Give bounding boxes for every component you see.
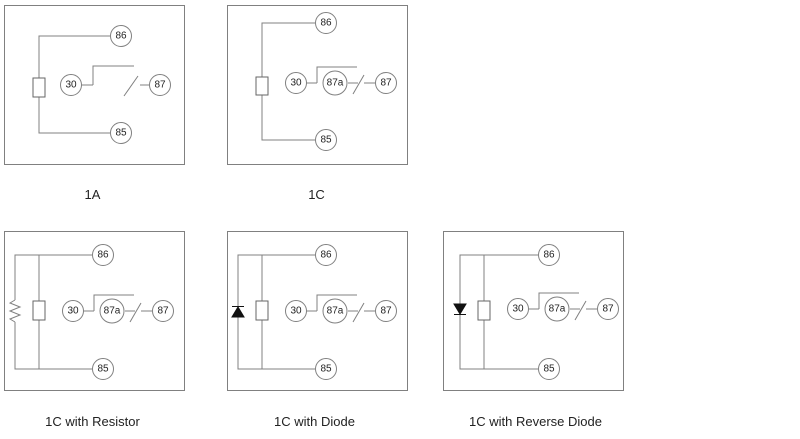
- terminal-87a-circle: [322, 70, 348, 96]
- terminal-85-label: 85: [115, 128, 127, 139]
- terminal-86-circle: [92, 244, 114, 266]
- diagram-frame: [227, 5, 408, 165]
- relay-1c-reverse-diode-schematic: 86 30 87a 87 85: [443, 231, 624, 391]
- relay-diagram-1c: 86 30 87a 87 85: [227, 5, 412, 165]
- relay-1c-diode-schematic: 86 30 87a 87 85: [227, 231, 408, 391]
- switch-contact-icon: [129, 302, 142, 323]
- terminal-86-label: 86: [97, 250, 109, 261]
- relay-1c-schematic: 86 30 87a 87 85: [227, 5, 408, 165]
- terminal-30-label: 30: [290, 306, 302, 317]
- terminal-87-label: 87: [380, 78, 392, 89]
- relay-diagram-1c-diode: 86 30 87a 87 85: [227, 231, 412, 391]
- terminal-87a-label: 87a: [549, 304, 566, 315]
- terminal-85-circle: [110, 122, 132, 144]
- terminal-85-label: 85: [320, 364, 332, 375]
- switch-arm-bracket: [93, 294, 134, 311]
- terminal-87-label: 87: [154, 80, 166, 91]
- terminal-85-circle: [92, 358, 114, 380]
- coil-icon: [255, 76, 269, 96]
- terminal-87a-label: 87a: [327, 78, 344, 89]
- coil-icon: [32, 300, 46, 321]
- terminal-87-label: 87: [157, 306, 169, 317]
- coil-wire-top: [38, 35, 110, 78]
- terminal-30-circle: [285, 72, 307, 94]
- terminal-87a-circle: [322, 298, 348, 324]
- terminal-30-label: 30: [65, 80, 77, 91]
- switch-arm-bracket: [92, 65, 134, 85]
- diagram-caption-1c-resistor: 1C with Resistor: [45, 414, 140, 429]
- terminal-87-circle: [597, 298, 619, 320]
- switch-contact-icon: [574, 300, 587, 321]
- switch-contact-icon: [352, 302, 365, 323]
- diagram-frame: [4, 231, 185, 391]
- diagram-caption-1c: 1C: [308, 187, 325, 202]
- coil-wire-top: [261, 22, 315, 77]
- diode-triangle-icon: [231, 306, 245, 318]
- terminal-86-label: 86: [543, 250, 555, 261]
- switch-contact-icon: [123, 75, 139, 97]
- terminal-85-label: 85: [543, 364, 555, 375]
- switch-arm-bracket: [316, 66, 357, 83]
- coil-icon: [255, 300, 269, 321]
- terminal-87-circle: [149, 74, 171, 96]
- terminal-87a-circle: [544, 296, 570, 322]
- switch-arm-bracket: [316, 294, 357, 311]
- terminal-30-circle: [285, 300, 307, 322]
- terminal-86-label: 86: [320, 18, 332, 29]
- diagram-frame: [443, 231, 624, 391]
- terminal-86-circle: [315, 12, 337, 34]
- terminal-87a-circle: [99, 298, 125, 324]
- resistor-wire-bottom: [14, 322, 92, 370]
- diagram-frame: [227, 231, 408, 391]
- terminal-85-label: 85: [320, 135, 332, 146]
- relay-diagram-1c-reverse-diode: 86 30 87a 87 85: [443, 231, 628, 391]
- terminal-87-circle: [152, 300, 174, 322]
- terminal-30-label: 30: [67, 306, 79, 317]
- terminal-85-circle: [315, 358, 337, 380]
- relay-1c-resistor-schematic: 86 30 87a 87 85: [4, 231, 185, 391]
- terminal-87-circle: [375, 72, 397, 94]
- terminal-86-circle: [110, 25, 132, 47]
- terminal-87-label: 87: [602, 304, 614, 315]
- diagram-caption-1c-diode: 1C with Diode: [274, 414, 355, 429]
- diagram-caption-1c-reverse-diode: 1C with Reverse Diode: [469, 414, 602, 429]
- switch-arm-bracket: [538, 292, 579, 309]
- switch-contact-icon: [352, 74, 365, 95]
- terminal-87-circle: [375, 300, 397, 322]
- terminal-30-circle: [507, 298, 529, 320]
- resistor-wire-top: [14, 254, 92, 300]
- terminal-86-label: 86: [115, 31, 127, 42]
- terminal-85-circle: [538, 358, 560, 380]
- terminal-30-circle: [60, 74, 82, 96]
- coil-wire-bottom: [261, 95, 315, 141]
- zigzag-resistor-icon: [8, 299, 22, 323]
- diode-triangle-icon: [453, 303, 467, 315]
- terminal-86-circle: [538, 244, 560, 266]
- terminal-86-label: 86: [320, 250, 332, 261]
- terminal-87a-label: 87a: [104, 306, 121, 317]
- terminal-85-label: 85: [97, 364, 109, 375]
- coil-wire-bottom: [38, 97, 110, 134]
- relay-1a-schematic: 86 30 87 85: [4, 5, 185, 165]
- coil-icon: [32, 77, 46, 98]
- coil-icon: [477, 300, 491, 321]
- diagram-frame: [4, 5, 185, 165]
- terminal-30-label: 30: [290, 78, 302, 89]
- diagram-caption-1a: 1A: [84, 187, 101, 202]
- relay-diagram-1c-resistor: 86 30 87a 87 85: [4, 231, 189, 391]
- terminal-30-label: 30: [512, 304, 524, 315]
- terminal-87-label: 87: [380, 306, 392, 317]
- terminal-87a-label: 87a: [327, 306, 344, 317]
- terminal-86-circle: [315, 244, 337, 266]
- relay-diagram-1a: 86 30 87 85: [4, 5, 189, 165]
- terminal-85-circle: [315, 129, 337, 151]
- terminal-30-circle: [62, 300, 84, 322]
